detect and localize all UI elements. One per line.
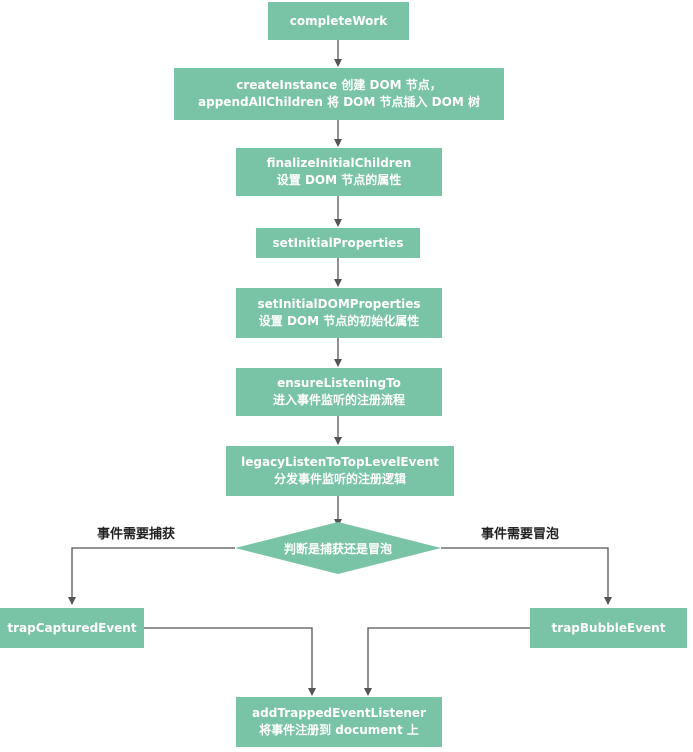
node-add-trapped-event-listener: addTrappedEventListener 将事件注册到 document …	[236, 697, 442, 747]
node-set-initial-dom-properties: setInitialDOMProperties 设置 DOM 节点的初始化属性	[236, 288, 442, 338]
node-set-initial-properties: setInitialProperties	[256, 228, 420, 258]
node-ensure-listening-to: ensureListeningTo 进入事件监听的注册流程	[236, 368, 442, 416]
node-trap-captured-event: trapCapturedEvent	[0, 608, 144, 648]
label-bubble: 事件需要冒泡	[481, 527, 560, 542]
node-complete-work-text: completeWork	[289, 13, 388, 28]
node-add-trapped-line1: addTrappedEventListener	[252, 706, 426, 720]
node-finalize-line1: finalizeInitialChildren	[266, 156, 412, 170]
node-set-initial-dom-line2: 设置 DOM 节点的初始化属性	[258, 314, 420, 328]
connector-captured-to-add	[144, 627, 316, 696]
node-legacy-line1: legacyListenToTopLevelEvent	[241, 455, 439, 469]
node-trap-captured-text: trapCapturedEvent	[7, 620, 137, 635]
decision-diamond	[235, 522, 441, 574]
node-legacy-line2: 分发事件监听的注册逻辑	[273, 472, 406, 486]
node-set-initial-properties-text: setInitialProperties	[272, 235, 404, 250]
label-capture: 事件需要捕获	[97, 527, 176, 542]
node-create-instance-line2: appendAllChildren 将 DOM 节点插入 DOM 树	[198, 95, 480, 109]
connector-decision-to-bubble	[441, 547, 612, 605]
node-legacy-listen: legacyListenToTopLevelEvent 分发事件监听的注册逻辑	[226, 446, 454, 496]
node-trap-bubble-event: trapBubbleEvent	[530, 608, 687, 648]
node-finalize-line2: 设置 DOM 节点的属性	[276, 173, 402, 187]
node-create-instance: createInstance 创建 DOM 节点， appendAllChild…	[174, 68, 504, 120]
connector-decision-to-captured	[68, 547, 235, 605]
node-create-instance-line1: createInstance 创建 DOM 节点，	[236, 78, 442, 92]
node-ensure-line1: ensureListeningTo	[277, 376, 401, 390]
node-finalize-initial-children: finalizeInitialChildren 设置 DOM 节点的属性	[236, 148, 442, 196]
node-set-initial-dom-line1: setInitialDOMProperties	[257, 297, 421, 311]
node-ensure-line2: 进入事件监听的注册流程	[272, 393, 405, 407]
decision-text: 判断是捕获还是冒泡	[283, 541, 392, 556]
node-trap-bubble-text: trapBubbleEvent	[551, 620, 666, 635]
connector-bubble-to-add	[364, 627, 530, 696]
node-complete-work: completeWork	[268, 2, 409, 40]
node-add-trapped-line2: 将事件注册到 document 上	[259, 723, 419, 737]
